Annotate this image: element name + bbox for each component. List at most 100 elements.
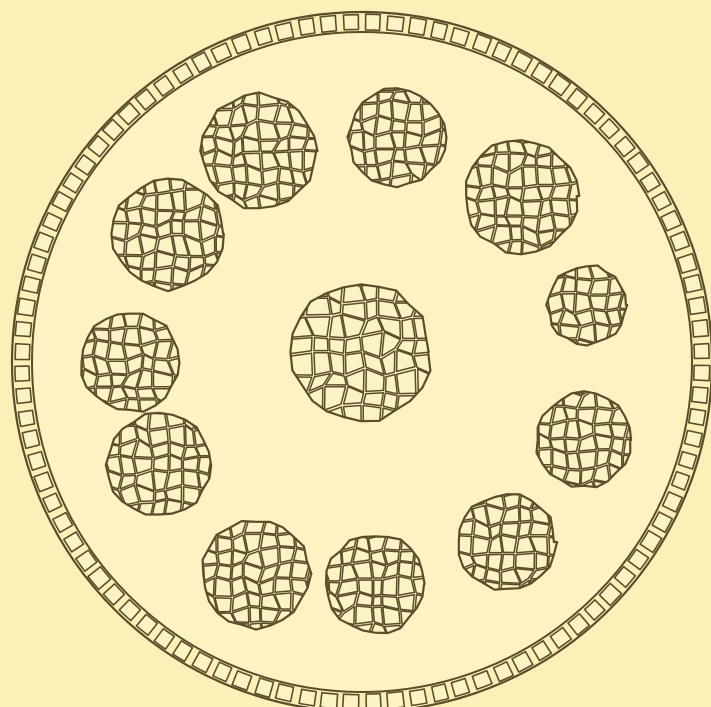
bundle-cell	[400, 551, 414, 562]
ring-cell	[366, 694, 381, 707]
bundle-cell	[215, 598, 231, 612]
bundle-cell	[519, 522, 532, 537]
bundle-cell	[511, 227, 522, 240]
ring-cell	[689, 409, 706, 426]
ring-cell	[409, 18, 427, 36]
bundle-cell	[595, 435, 612, 449]
ring-cell	[694, 344, 709, 359]
ring-cell	[692, 387, 708, 403]
ring-cell	[343, 694, 359, 707]
bundle-cell	[488, 554, 502, 570]
bundle-cell	[382, 577, 397, 596]
ring-cell	[299, 689, 316, 706]
bundle-cell	[373, 596, 381, 606]
bundle-cell	[261, 548, 279, 568]
bundle-cell	[330, 353, 344, 374]
bundle-cell	[215, 578, 231, 597]
bundle-cell	[590, 296, 607, 310]
bundle-cell	[366, 301, 376, 320]
ring-cell	[22, 276, 40, 293]
bundle-cell	[172, 221, 183, 234]
bundle-cell	[392, 101, 409, 121]
ring-cell	[17, 298, 35, 316]
bundle-cell	[373, 607, 383, 625]
ring-cell	[692, 320, 708, 337]
bundle-cell	[290, 125, 307, 138]
bundle-cell	[345, 337, 361, 353]
bundle-cell	[493, 186, 508, 198]
bundle-cell	[121, 456, 136, 474]
bundle-cell	[473, 537, 490, 555]
bundle-cell	[501, 523, 518, 536]
bundle-cell	[536, 553, 548, 569]
bundle-cell	[538, 215, 554, 232]
ring-cell	[15, 366, 30, 381]
bundle-cell	[137, 388, 155, 398]
ring-cell	[275, 22, 293, 40]
bundle-cell	[478, 200, 495, 215]
bundle-cell	[394, 150, 406, 162]
ring-cell	[299, 18, 315, 35]
bundle-cell	[551, 200, 569, 215]
ring-cell	[18, 410, 34, 426]
bundle-cell	[183, 457, 198, 470]
bundle-cell	[486, 569, 500, 582]
ring-cell	[685, 431, 703, 448]
bundle-cell	[399, 562, 413, 577]
bundle-cell	[356, 606, 373, 624]
bundle-cell	[365, 150, 376, 165]
bundle-cell	[530, 522, 549, 535]
ring-cell	[276, 684, 294, 702]
bundle-cell	[218, 537, 232, 552]
bundle-cell	[523, 167, 537, 186]
ring-cell	[22, 430, 39, 449]
bundle-cell	[537, 155, 551, 167]
bundle-cell	[386, 375, 398, 394]
bundle-cell	[108, 361, 127, 374]
bundle-cell	[374, 580, 382, 595]
bundle-cell	[127, 209, 142, 224]
bundle-cell	[537, 167, 553, 185]
ring-cell	[694, 365, 710, 380]
ring-cell	[387, 692, 405, 707]
bundle-cell	[329, 339, 344, 353]
bundle-cell	[218, 551, 232, 566]
bundle-cell	[158, 193, 174, 210]
bundle-cell	[155, 491, 166, 501]
bundle-cell	[250, 607, 260, 622]
ring-cell	[15, 344, 30, 360]
bundle-cell	[124, 328, 140, 345]
bundle-cell	[96, 375, 111, 386]
bundle-cell	[364, 393, 384, 406]
bundle-cell	[379, 101, 392, 119]
bundle-cell	[314, 338, 328, 351]
ring-cell	[688, 297, 706, 315]
bundle-cell	[279, 168, 293, 184]
bundle-cell	[578, 451, 596, 469]
bundle-cell	[595, 409, 613, 424]
bundle-cell	[110, 329, 125, 344]
bundle-cell	[501, 554, 514, 570]
bundle-cell	[275, 579, 291, 593]
bundle-cell	[398, 595, 414, 611]
bundle-cell	[155, 268, 172, 284]
bundle-cell	[522, 201, 541, 216]
bundle-cell	[566, 439, 580, 452]
bundle-cell	[501, 535, 517, 552]
bundle-cell	[397, 370, 416, 394]
ring-cell	[432, 684, 449, 702]
bundle-cell	[108, 343, 125, 359]
bundle-cell	[280, 547, 295, 562]
ring-cell	[15, 322, 31, 337]
bundle-cell	[611, 424, 627, 438]
bundle-cell	[392, 121, 406, 131]
bundle-cell	[398, 576, 414, 595]
bundle-cell	[566, 421, 580, 439]
bundle-cell	[314, 353, 331, 375]
ring-cell	[16, 388, 32, 404]
ring-cell	[343, 15, 358, 30]
bundle-cell	[290, 151, 303, 170]
ring-cell	[410, 689, 427, 706]
ring-cell	[431, 22, 448, 40]
